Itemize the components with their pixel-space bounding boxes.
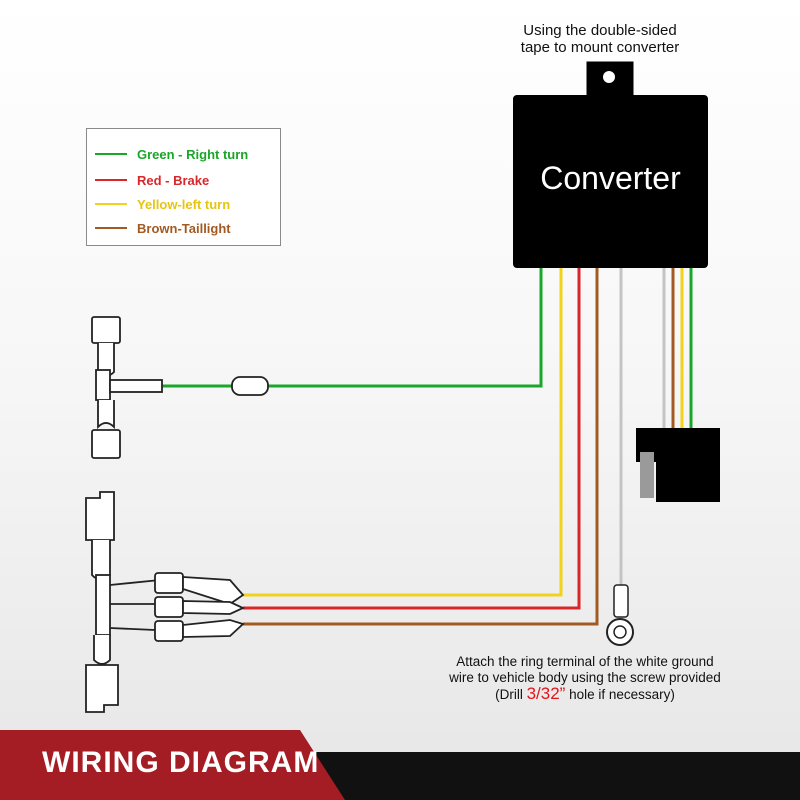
green-line-swatch — [95, 153, 127, 155]
ground-note-line2: wire to vehicle body using the screw pro… — [449, 670, 721, 685]
footer-title-banner — [0, 730, 345, 800]
yellow-line-swatch — [95, 203, 127, 205]
ground-note-line3: (Drill 3/32” hole if necessary) — [440, 684, 730, 703]
yellow-wire — [243, 268, 563, 597]
ground-instruction: Attach the ring terminal of the white gr… — [440, 654, 730, 703]
converter-label: Converter — [540, 160, 681, 196]
green-wire — [162, 268, 543, 388]
ground-note-line1: Attach the ring terminal of the white gr… — [456, 654, 714, 669]
footer-title: WIRING DIAGRAM — [42, 746, 320, 779]
mount-note-line1: Using the double-sided — [523, 22, 677, 39]
lower-harness — [85, 491, 246, 713]
brown-wire — [243, 268, 599, 626]
drill-size: 3/32” — [526, 684, 566, 703]
legend-label: Red - Brake — [137, 172, 210, 188]
red-wire — [243, 268, 581, 610]
legend-item-green: Green - Right turn — [95, 145, 248, 163]
brown-line-swatch — [95, 227, 127, 229]
mount-note-line2: tape to mount converter — [520, 39, 680, 56]
ring-terminal — [606, 584, 634, 646]
legend-item-yellow: Yellow-left turn — [95, 195, 230, 213]
converter-wires — [162, 268, 693, 626]
wire-color-legend: Green - Right turn Red - Brake Yellow-le… — [86, 128, 281, 246]
legend-item-brown: Brown-Taillight — [95, 219, 231, 237]
inline-splice — [231, 376, 269, 396]
mount-instruction: Using the double-sided tape to mount con… — [470, 22, 730, 56]
red-line-swatch — [95, 179, 127, 181]
four-pin-plug — [636, 428, 720, 502]
legend-label: Brown-Taillight — [137, 220, 231, 236]
legend-label: Yellow-left turn — [137, 196, 231, 212]
legend-label: Green - Right turn — [137, 146, 249, 162]
upper-t-connector — [91, 316, 269, 459]
mount-hole-icon — [603, 71, 615, 83]
ground-note-prefix: (Drill — [495, 687, 527, 702]
ground-note-suffix: hole if necessary) — [565, 687, 675, 702]
converter-box — [513, 61, 708, 268]
legend-item-red: Red - Brake — [95, 171, 209, 189]
